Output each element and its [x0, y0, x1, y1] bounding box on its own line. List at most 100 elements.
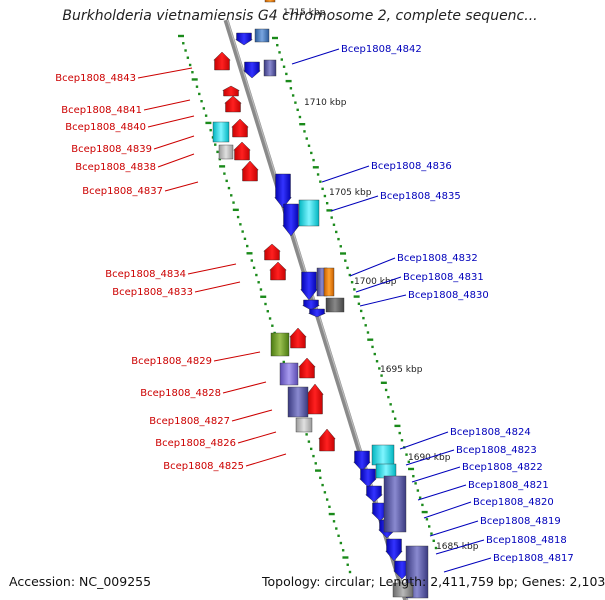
gene-label-right[interactable]: Bcep1808_4842	[341, 44, 422, 55]
scale-label: 1715 kbp	[283, 8, 326, 18]
tick-marks	[178, 34, 438, 574]
reverse-gene-arrow[interactable]	[385, 538, 403, 562]
scale-label: 1710 kbp	[304, 98, 347, 108]
forward-gene-arrow[interactable]	[233, 141, 251, 161]
accession-text: Accession: NC_009255	[9, 574, 152, 589]
leader-line	[143, 99, 191, 111]
gene-block[interactable]	[264, 0, 276, 3]
scale-label: 1695 kbp	[380, 365, 423, 375]
leader-line	[153, 135, 195, 150]
leader-line	[231, 409, 273, 422]
gene-label-left[interactable]: Bcep1808_4840	[65, 122, 146, 133]
gene-block[interactable]	[325, 297, 345, 313]
gene-label-right[interactable]: Bcep1808_4819	[480, 516, 561, 527]
gene-label-right[interactable]: Bcep1808_4830	[408, 290, 489, 301]
gene-label-right[interactable]: Bcep1808_4817	[493, 553, 574, 564]
forward-gene-arrow[interactable]	[263, 243, 281, 261]
outer-tick-row	[272, 36, 438, 550]
gene-label-left[interactable]: Bcep1808_4828	[140, 388, 221, 399]
forward-gene-arrow[interactable]	[213, 51, 231, 71]
forward-gene-arrow[interactable]	[231, 118, 249, 138]
leader-line	[194, 281, 241, 293]
leader-line	[443, 557, 492, 573]
gene-label-left[interactable]: Bcep1808_4838	[75, 162, 156, 173]
reverse-gene-arrow[interactable]	[359, 468, 377, 488]
leader-line	[222, 381, 267, 394]
forward-gene-arrow[interactable]	[222, 85, 240, 97]
forward-gene-arrow[interactable]	[306, 383, 324, 415]
gene-label-right[interactable]: Bcep1808_4824	[450, 427, 531, 438]
gene-block[interactable]	[298, 199, 320, 227]
reverse-gene-arrow[interactable]	[243, 61, 261, 79]
gene-label-right[interactable]: Bcep1808_4832	[397, 253, 478, 264]
leader-line	[147, 115, 195, 128]
gene-block[interactable]	[383, 475, 407, 533]
gene-features	[212, 0, 429, 599]
gene-block[interactable]	[371, 444, 395, 466]
gene-label-left[interactable]: Bcep1808_4826	[155, 438, 236, 449]
reverse-gene-arrow[interactable]	[300, 271, 318, 301]
reverse-gene-arrow[interactable]	[353, 450, 371, 472]
gene-label-left[interactable]: Bcep1808_4827	[149, 416, 230, 427]
leader-line	[435, 539, 485, 555]
gene-label-right[interactable]: Bcep1808_4823	[456, 445, 537, 456]
reverse-gene-arrow[interactable]	[282, 203, 300, 237]
gene-block[interactable]	[218, 144, 234, 160]
topology-summary: Topology: circular; Length: 2,411,759 bp…	[262, 574, 605, 589]
leader-line	[355, 276, 402, 293]
reverse-gene-arrow[interactable]	[365, 485, 383, 503]
gene-block[interactable]	[263, 59, 277, 77]
inner-tick-row	[178, 34, 352, 574]
map-title: Burkholderia vietnamiensis G4 chromosome…	[62, 8, 538, 24]
leader-line	[137, 67, 193, 79]
leader-line	[291, 48, 340, 65]
gene-label-left[interactable]: Bcep1808_4834	[105, 269, 186, 280]
gene-label-right[interactable]: Bcep1808_4835	[380, 191, 461, 202]
gene-label-right[interactable]: Bcep1808_4822	[462, 462, 543, 473]
forward-gene-arrow[interactable]	[318, 428, 336, 452]
gene-label-left[interactable]: Bcep1808_4839	[71, 144, 152, 155]
forward-gene-arrow[interactable]	[289, 327, 307, 349]
forward-gene-arrow[interactable]	[224, 95, 242, 113]
forward-gene-arrow[interactable]	[241, 160, 259, 182]
gene-block[interactable]	[270, 332, 290, 357]
gene-block[interactable]	[287, 386, 309, 418]
gene-label-left[interactable]: Bcep1808_4833	[112, 287, 193, 298]
scale-label: 1700 kbp	[354, 277, 397, 287]
gene-label-right[interactable]: Bcep1808_4818	[486, 535, 567, 546]
leader-line	[245, 453, 287, 467]
scale-label: 1705 kbp	[329, 188, 372, 198]
leader-line	[157, 153, 195, 168]
leader-line	[330, 195, 379, 212]
reverse-gene-arrow[interactable]	[302, 299, 320, 311]
forward-gene-arrow[interactable]	[269, 261, 287, 281]
leader-line	[349, 257, 396, 277]
leader-line	[417, 484, 467, 501]
gene-block[interactable]	[323, 267, 335, 297]
gene-block[interactable]	[279, 362, 299, 386]
gene-label-left[interactable]: Bcep1808_4837	[82, 186, 163, 197]
gene-label-left[interactable]: Bcep1808_4825	[163, 461, 244, 472]
leader-line	[429, 520, 479, 537]
leader-line	[187, 263, 237, 275]
gene-label-right[interactable]: Bcep1808_4820	[473, 497, 554, 508]
reverse-gene-arrow[interactable]	[235, 32, 253, 46]
gene-label-right[interactable]: Bcep1808_4836	[371, 161, 452, 172]
reverse-gene-arrow[interactable]	[274, 173, 292, 209]
gene-label-left[interactable]: Bcep1808_4841	[61, 105, 142, 116]
gene-label-right[interactable]: Bcep1808_4831	[403, 272, 484, 283]
gene-block[interactable]	[295, 417, 313, 433]
gene-label-left[interactable]: Bcep1808_4829	[131, 356, 212, 367]
forward-gene-arrow[interactable]	[298, 357, 316, 379]
gene-block[interactable]	[212, 121, 230, 143]
gene-label-right[interactable]: Bcep1808_4821	[468, 480, 549, 491]
leader-line	[423, 501, 472, 519]
reverse-gene-arrow[interactable]	[308, 308, 326, 318]
gene-block[interactable]	[392, 582, 414, 598]
leader-line	[411, 466, 461, 483]
gene-label-left[interactable]: Bcep1808_4843	[55, 73, 136, 84]
leader-line	[213, 351, 261, 362]
gene-block[interactable]	[254, 28, 270, 43]
